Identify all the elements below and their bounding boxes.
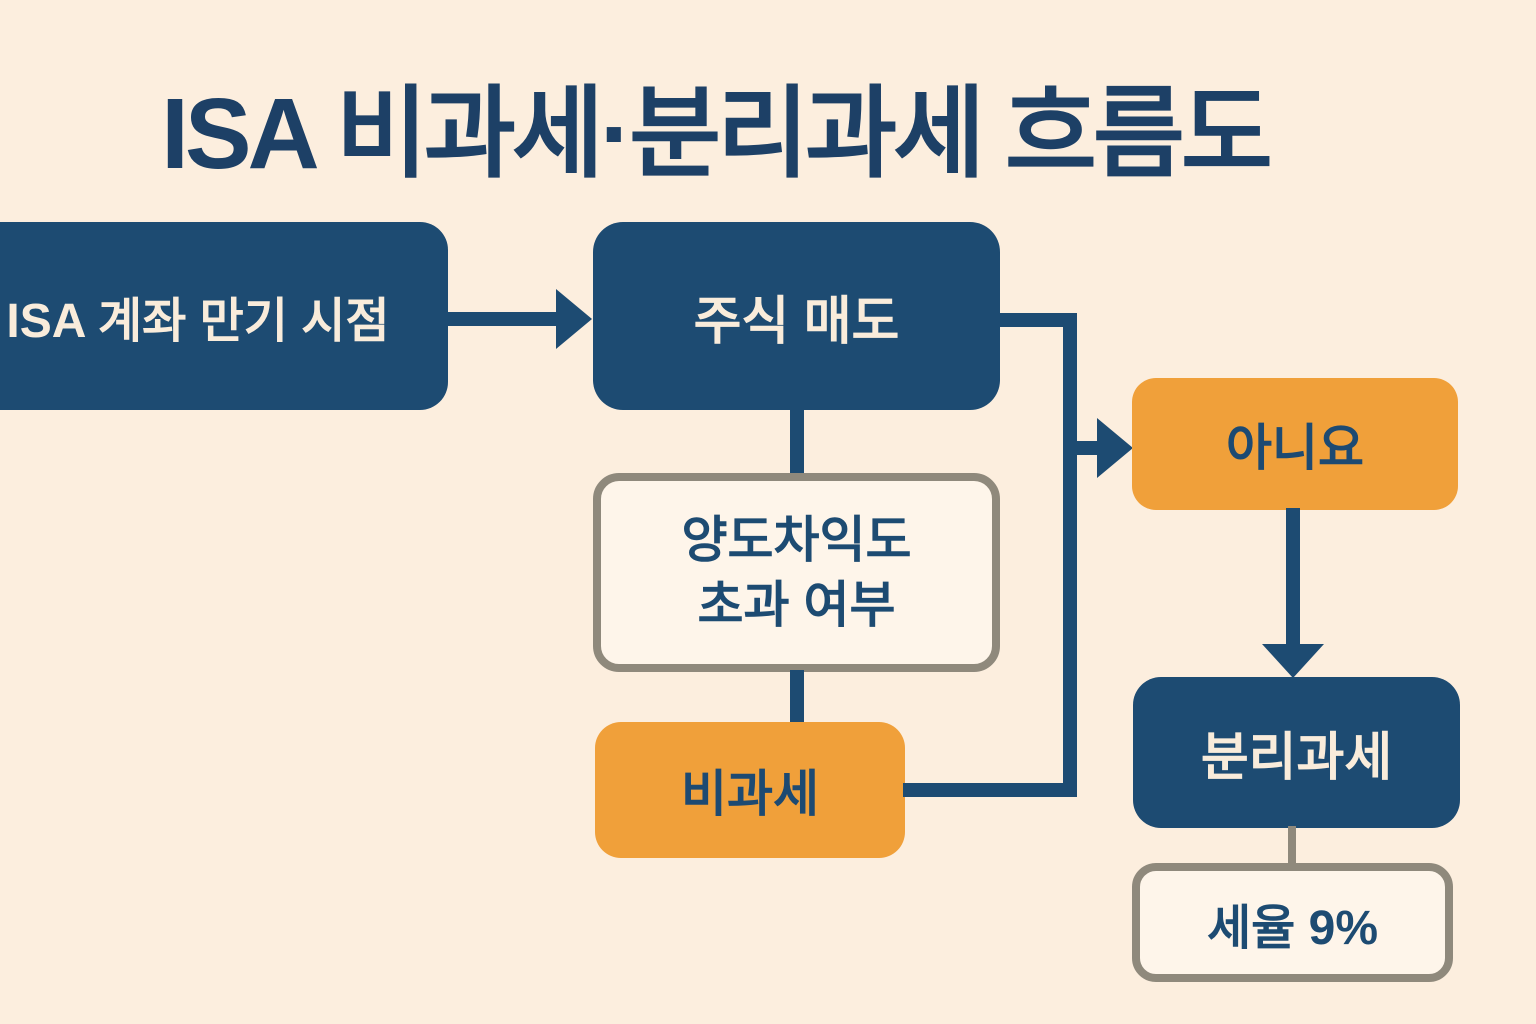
- connector-branch-to-no: [1077, 441, 1101, 455]
- connector-taxfree-right: [903, 783, 1077, 797]
- connector-separatetax-to-taxrate: [1288, 826, 1296, 866]
- node-gains-check: 양도차익도 초과 여부: [593, 473, 1000, 672]
- arrowhead-down-icon: [1262, 644, 1324, 678]
- connector-gainscheck-to-taxfree: [790, 670, 804, 724]
- connector-stocksale-to-gainscheck: [790, 408, 804, 475]
- node-tax-rate-label: 세율 9%: [1206, 901, 1379, 955]
- node-separate-tax-label: 분리과세: [1200, 729, 1393, 787]
- arrowhead-right-icon: [556, 289, 592, 349]
- node-no: 아니요: [1132, 378, 1458, 510]
- node-tax-free-label: 비과세: [681, 766, 819, 822]
- node-gains-check-label-line2: 초과 여부: [697, 576, 896, 633]
- node-gains-check-label: 양도차익도 초과 여부: [682, 508, 912, 638]
- node-stock-sale: 주식 매도: [593, 222, 1000, 410]
- node-stock-sale-label: 주식 매도: [693, 292, 900, 351]
- connector-stocksale-right: [998, 313, 1077, 327]
- arrowhead-right-icon: [1097, 418, 1133, 478]
- node-separate-tax: 분리과세: [1133, 677, 1460, 828]
- node-gains-check-label-line1: 양도차익도: [681, 511, 912, 568]
- node-isa-maturity-label: ISA 계좌 만기 시점: [6, 295, 390, 348]
- node-tax-free: 비과세: [595, 722, 905, 858]
- page-title: ISA 비과세·분리과세 흐름도: [161, 78, 1273, 190]
- connector-vertical-right: [1063, 313, 1077, 797]
- node-isa-maturity: ISA 계좌 만기 시점: [0, 222, 448, 410]
- node-no-label: 아니요: [1226, 420, 1364, 476]
- connector-maturity-to-stocksale: [448, 312, 560, 326]
- node-tax-rate: 세율 9%: [1132, 863, 1453, 982]
- connector-no-to-separatetax: [1286, 508, 1300, 648]
